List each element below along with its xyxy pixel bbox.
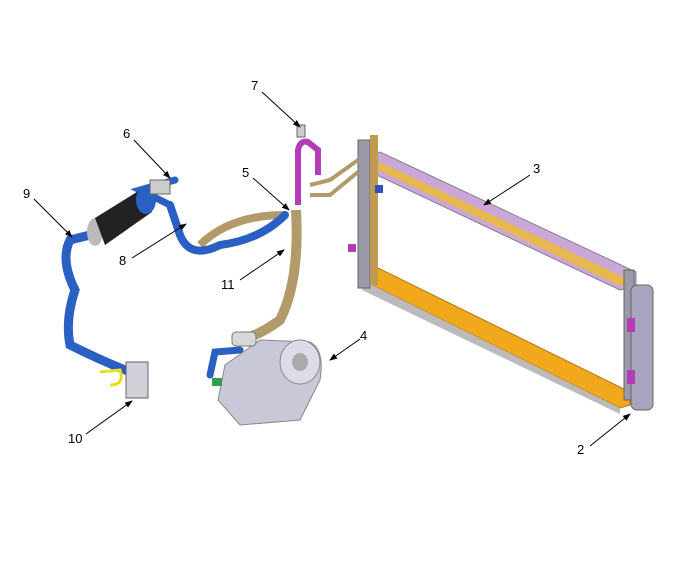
callout-9: 9 [23,186,31,201]
callout-8: 8 [119,253,127,268]
callout-2: 2 [577,442,585,457]
discharge-pipes [295,124,360,205]
receiver-drier [87,179,171,246]
callout-6: 6 [123,126,131,141]
leader-lines [33,91,631,447]
callout-5: 5 [242,165,250,180]
callout-7: 7 [251,78,259,93]
callout-4: 4 [360,328,368,343]
callout-11: 11 [221,277,235,292]
block-fitting [125,361,149,399]
condenser [348,135,654,414]
callout-3: 3 [533,161,541,176]
compressor [212,331,322,426]
callout-10: 10 [68,431,83,446]
